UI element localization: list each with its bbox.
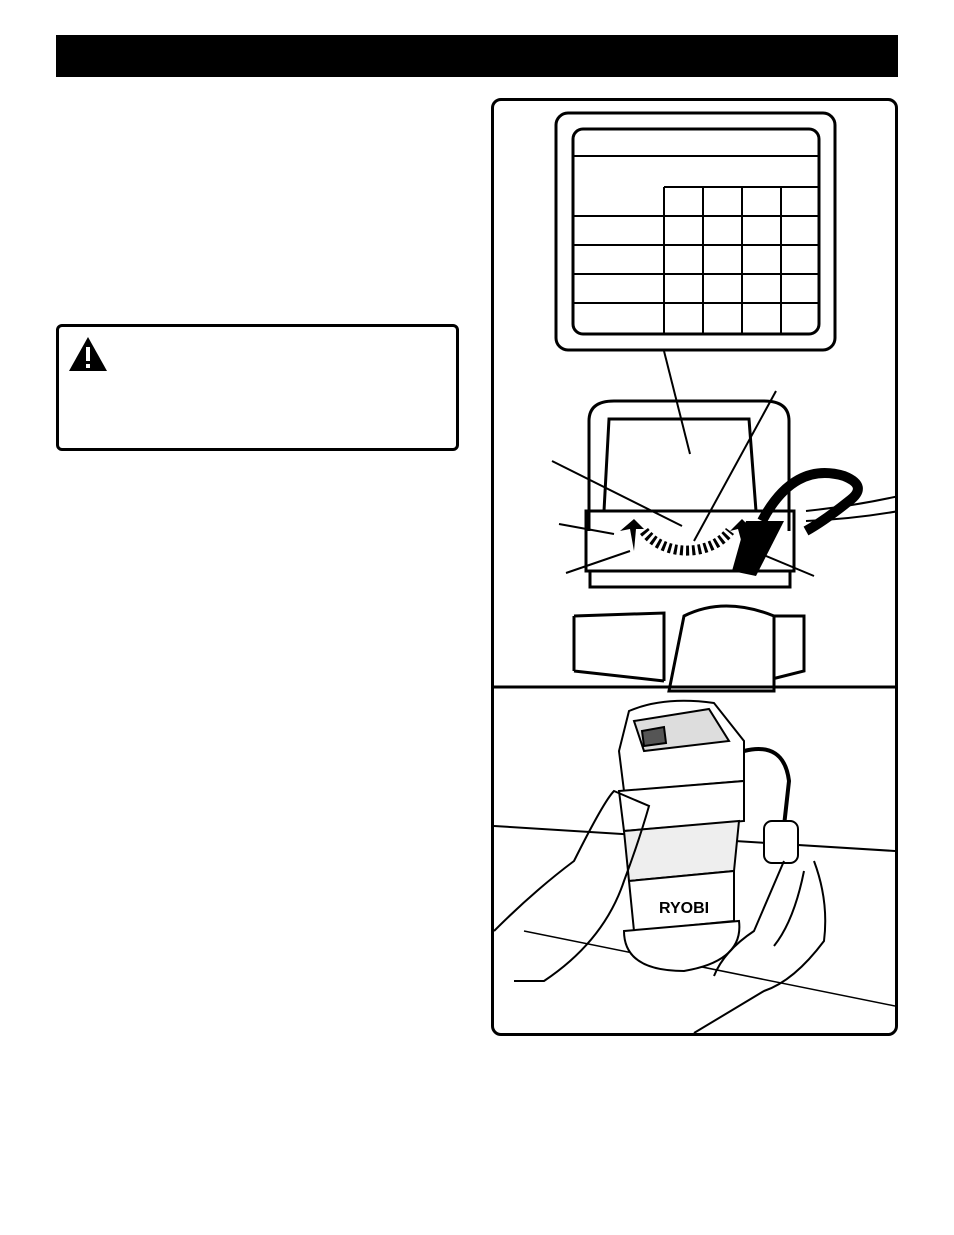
warning-triangle-icon (69, 337, 107, 371)
speed-dial-icon (620, 519, 784, 576)
section-header-bar (56, 35, 898, 77)
router-top-drawing (572, 399, 895, 693)
warning-box (56, 324, 459, 451)
router-in-hands-illustration: RYOBI (494, 699, 895, 1033)
speed-table-callout (554, 111, 837, 352)
brand-label: RYOBI (659, 900, 709, 917)
callout-leaders (551, 350, 815, 577)
figure-drawings: RYOBI (494, 111, 895, 1033)
figure-panel: RYOBI (491, 98, 898, 1036)
